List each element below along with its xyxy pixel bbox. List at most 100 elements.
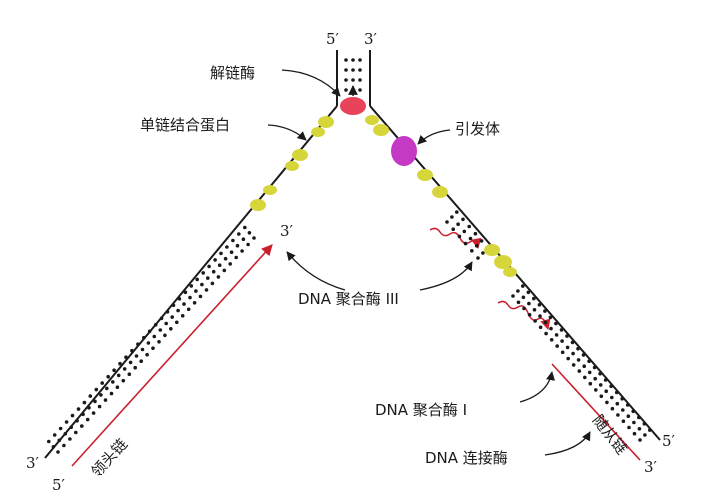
- base-pair-dot: [176, 308, 180, 313]
- base-pair-dot: [516, 289, 520, 293]
- base-pair-dot: [217, 263, 222, 268]
- ssb-protein: [263, 185, 277, 195]
- base-pair-dot: [75, 419, 79, 423]
- base-pair-dot: [473, 231, 478, 236]
- base-pair-dot: [456, 222, 460, 226]
- base-pair-dot: [115, 385, 120, 390]
- base-pair-dot: [241, 237, 246, 241]
- base-pair-dot: [451, 227, 456, 231]
- helicase-pointer: [281, 69, 341, 97]
- pol3-pointer-left: [286, 251, 346, 291]
- base-pair-dot: [521, 284, 525, 288]
- base-pair-dot: [111, 380, 115, 384]
- base-pair-dot: [616, 413, 620, 417]
- base-pair-dot: [206, 276, 210, 280]
- base-pair-dot: [527, 313, 532, 317]
- base-pair-dot: [88, 394, 93, 398]
- base-pair-dot: [527, 301, 531, 306]
- base-pair-dot: [526, 290, 531, 295]
- base-pair-dot: [235, 243, 240, 248]
- end-label-top-left: 5′: [326, 30, 340, 48]
- base-pair-dot: [626, 414, 631, 419]
- helicase-protein: [340, 97, 366, 115]
- base-pair-dot: [210, 281, 215, 286]
- base-pair-dot: [467, 224, 472, 229]
- base-pair-dot: [228, 262, 232, 266]
- base-pair-dot: [136, 342, 140, 347]
- base-pair-dot: [604, 389, 608, 394]
- ssb-protein: [432, 186, 448, 198]
- base-pair-dot: [576, 358, 581, 362]
- base-pair-dot: [133, 365, 137, 370]
- base-pair-dot: [91, 411, 96, 415]
- base-pair-dot: [516, 300, 521, 305]
- base-pair-dot: [122, 367, 127, 371]
- base-pair-dot: [620, 397, 624, 401]
- ssb-label: 单链结合蛋白: [140, 116, 230, 134]
- base-pair-dot: [51, 445, 56, 449]
- base-pair-dot: [533, 319, 537, 323]
- base-pair-dot: [581, 353, 586, 357]
- base-pair-dots-left: [47, 225, 256, 454]
- base-pair-dot: [599, 394, 604, 399]
- pol1-label: DNA 聚合酶 I: [375, 401, 467, 419]
- base-pair-dot: [610, 395, 614, 400]
- base-pair-dot: [479, 239, 484, 243]
- base-pair-dot: [445, 220, 449, 224]
- base-pair-dot: [192, 301, 197, 305]
- base-pair-dot: [201, 271, 205, 275]
- base-pair-dot: [549, 326, 553, 331]
- base-pair-dot: [571, 363, 576, 367]
- base-pair-dot: [594, 388, 598, 392]
- pointer-lines: [267, 69, 591, 456]
- base-pair-dot: [189, 284, 194, 288]
- base-pair-dot: [74, 430, 78, 435]
- base-pair-dot: [56, 450, 60, 454]
- base-pair-dot: [118, 361, 122, 366]
- base-pair-dot: [462, 229, 467, 234]
- primase-protein: [391, 136, 417, 166]
- base-pair-dot: [158, 328, 163, 332]
- end-label-leading-tip: 3′: [280, 222, 294, 240]
- base-pair-dot: [243, 225, 247, 230]
- base-pair-dot: [648, 428, 652, 432]
- base-pair-dot: [151, 346, 155, 351]
- base-pair-dot: [234, 255, 238, 260]
- base-pair-dot: [543, 309, 547, 313]
- ssb-protein: [311, 116, 334, 137]
- base-pair-dot: [642, 422, 647, 426]
- base-pair-dot: [200, 282, 204, 287]
- base-pair-dot: [229, 250, 234, 254]
- base-pair-dot: [521, 295, 526, 300]
- base-pair-dot: [559, 328, 564, 332]
- base-pair-dot: [100, 381, 104, 385]
- base-pair-dot: [587, 370, 592, 375]
- base-pair-dot: [532, 308, 537, 312]
- base-pair-dot: [592, 365, 597, 370]
- base-pair-dot: [211, 269, 216, 274]
- base-pair-dot: [105, 386, 109, 391]
- base-pair-dot: [225, 245, 229, 249]
- base-pair-dot: [555, 344, 559, 348]
- base-pair-dot: [124, 355, 128, 360]
- base-pair-dot: [47, 439, 51, 444]
- base-pair-dot: [204, 288, 209, 292]
- end-label-top-right: 3′: [364, 30, 378, 48]
- ssb-protein: [365, 115, 389, 136]
- base-pair-dot: [175, 320, 179, 325]
- base-pair-dot: [145, 352, 149, 357]
- base-pair-dot: [461, 217, 465, 222]
- base-pair-dot: [180, 314, 185, 318]
- primase-pointer: [417, 129, 451, 145]
- base-pair-dot: [69, 425, 73, 430]
- base-pair-dot: [128, 360, 133, 365]
- base-pair-dot: [532, 296, 536, 301]
- base-pair-dot: [177, 297, 182, 301]
- base-pair-dot: [476, 256, 480, 260]
- base-pair-dot: [576, 346, 580, 351]
- base-pair-dot: [554, 321, 558, 326]
- base-pair-dot: [609, 384, 613, 389]
- base-pair-dot: [247, 231, 252, 235]
- base-pair-dot: [152, 334, 157, 339]
